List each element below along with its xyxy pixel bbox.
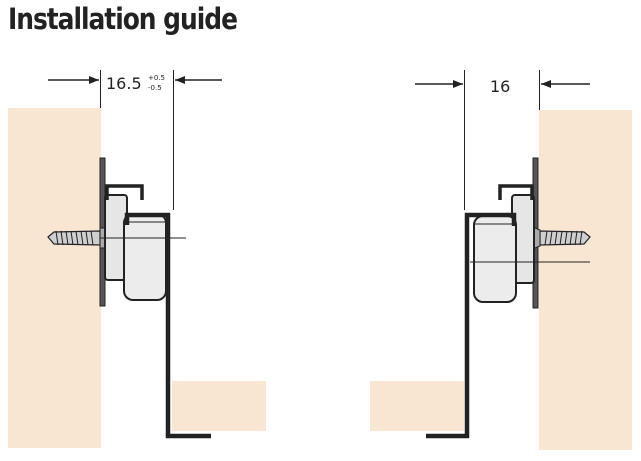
left-tolerance-minus: -0.5 bbox=[148, 84, 162, 92]
right-dimension-value: 16 bbox=[490, 77, 510, 96]
left-dimension-value: 16.5 bbox=[106, 74, 142, 93]
left-tolerance-plus: +0.5 bbox=[148, 74, 165, 82]
right-cabinet-panel bbox=[539, 110, 632, 450]
right-roller-wheel bbox=[473, 215, 517, 303]
right-assembly: 16 bbox=[370, 70, 632, 450]
right-upper-clip bbox=[498, 184, 534, 200]
left-roller-wheel bbox=[123, 213, 167, 301]
left-cabinet-panel bbox=[8, 108, 101, 448]
left-drawer-runner bbox=[124, 212, 211, 439]
page-title: Installation guide bbox=[8, 2, 238, 36]
right-drawer-bottom bbox=[370, 381, 464, 431]
left-assembly: 16.5 +0.5 -0.5 bbox=[8, 70, 266, 448]
left-screw-icon bbox=[47, 227, 109, 249]
left-upper-clip bbox=[105, 184, 144, 200]
left-drawer-bottom bbox=[172, 381, 266, 431]
right-drawer-runner bbox=[426, 212, 517, 439]
